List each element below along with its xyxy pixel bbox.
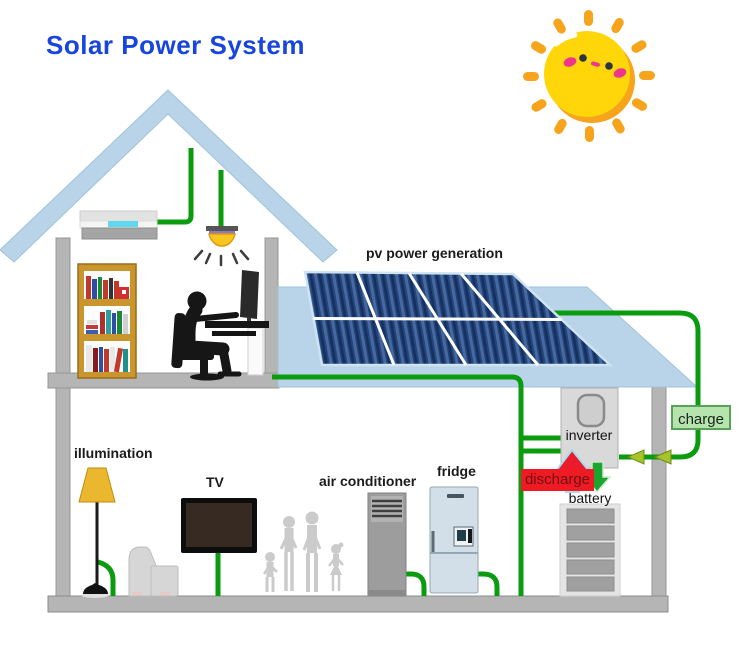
- books-top: [86, 276, 129, 299]
- battery-cell: [566, 576, 615, 592]
- family-boy: [262, 552, 278, 592]
- wire-panel-to-inverter: [553, 310, 701, 460]
- wire-house-feed: [272, 374, 524, 596]
- battery-cell: [566, 525, 615, 541]
- battery-cell: [566, 508, 615, 524]
- discharge-badge: discharge: [521, 469, 594, 491]
- gable-roof: [0, 89, 338, 263]
- keyboard-tray: [212, 331, 256, 336]
- charge-badge: charge: [671, 405, 731, 430]
- person-at-desk: [171, 270, 269, 381]
- tv-label: TV: [206, 474, 224, 490]
- solar-panel-array: [303, 270, 614, 367]
- wire-fridge: [478, 571, 500, 596]
- air-conditioner-unit: [367, 492, 407, 597]
- light-rays: [193, 249, 250, 267]
- bookshelf: [77, 263, 137, 379]
- wall-air-conditioner: [79, 210, 158, 240]
- inverter-label: inverter: [565, 427, 613, 443]
- battery-label: battery: [568, 490, 612, 506]
- family-man: [302, 511, 322, 592]
- battery-unit: [559, 503, 621, 597]
- inverter-display: [576, 393, 606, 428]
- air-conditioner-label: air conditioner: [319, 473, 417, 489]
- wire-attic-ac: [156, 148, 194, 225]
- wire-air-conditioner: [406, 571, 427, 596]
- sun-icon: [523, 10, 655, 142]
- page-title: Solar Power System: [46, 30, 305, 60]
- family-silhouettes: [262, 511, 344, 592]
- office-chair: [171, 312, 224, 381]
- sun-rays: [523, 10, 655, 142]
- left-wall: [55, 237, 71, 613]
- tv: [181, 498, 257, 553]
- lamp-base: [83, 583, 108, 594]
- battery-cell: [566, 542, 615, 558]
- books-middle: [86, 310, 128, 334]
- monitor-icon: [240, 270, 259, 319]
- illumination-label: illumination: [74, 445, 153, 461]
- fridge-label: fridge: [437, 463, 476, 479]
- right-wall: [651, 386, 667, 597]
- ceiling-light: [193, 226, 250, 267]
- wiring: [97, 148, 701, 596]
- wire-lamp: [97, 559, 116, 596]
- pv-power-generation-label: pv power generation: [366, 245, 503, 261]
- flow-arrow-icon: [653, 449, 672, 465]
- person-silhouette: [182, 303, 242, 377]
- upper-right-wall: [264, 237, 279, 389]
- floor-lamp: [78, 467, 116, 598]
- fridge-handle: [447, 494, 464, 498]
- family-woman: [279, 516, 298, 591]
- flow-arrow-icon: [626, 449, 645, 465]
- battery-cell: [566, 559, 615, 575]
- desk-top: [205, 321, 269, 328]
- lamp-shade: [78, 467, 116, 503]
- flow-arrows: [626, 449, 672, 465]
- ground-slab: [47, 595, 669, 613]
- tv-screen: [186, 503, 252, 547]
- books-bottom: [86, 345, 128, 373]
- person-head: [187, 291, 207, 311]
- sofa: [128, 546, 179, 597]
- family-girl: [328, 542, 344, 591]
- fridge-unit: [429, 486, 479, 594]
